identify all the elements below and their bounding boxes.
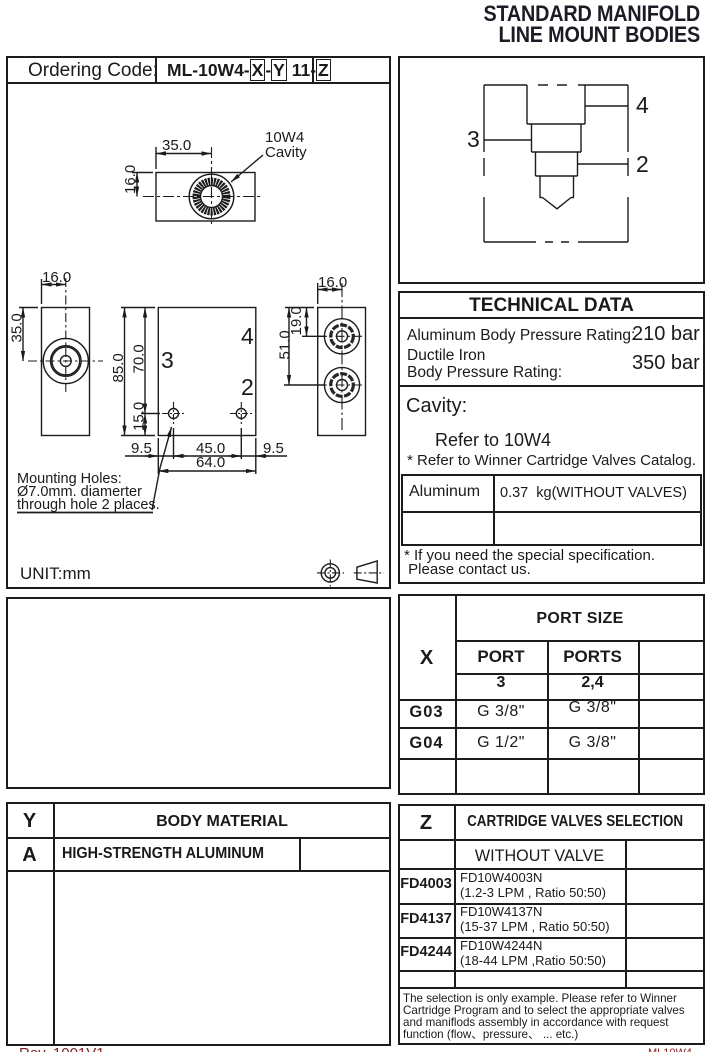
svg-text:35.0: 35.0 (162, 137, 191, 154)
svg-text:45.0: 45.0 (196, 440, 225, 457)
svg-text:3: 3 (161, 347, 174, 373)
svg-text:4: 4 (636, 92, 649, 118)
svg-text:3: 3 (467, 126, 480, 152)
svg-text:16.0: 16.0 (318, 274, 347, 291)
svg-text:9.5: 9.5 (131, 440, 152, 457)
svg-text:64.0: 64.0 (196, 454, 225, 471)
svg-text:85.0: 85.0 (110, 353, 127, 382)
svg-text:15.0: 15.0 (131, 402, 148, 431)
svg-text:35.0: 35.0 (9, 313, 26, 342)
svg-text:Cavity: Cavity (265, 144, 307, 161)
svg-text:through hole 2 places.: through hole 2 places. (17, 497, 160, 513)
svg-text:2: 2 (636, 151, 649, 177)
svg-text:19.0: 19.0 (288, 306, 305, 335)
svg-text:Ø7.0mm. diamerter: Ø7.0mm. diamerter (17, 484, 142, 500)
svg-text:Mounting Holes:: Mounting Holes: (17, 471, 122, 487)
svg-text:16.0: 16.0 (122, 165, 139, 194)
svg-text:70.0: 70.0 (131, 344, 148, 373)
svg-text:4: 4 (241, 323, 254, 349)
svg-text:9.5: 9.5 (263, 440, 284, 457)
svg-text:51.0: 51.0 (277, 330, 294, 359)
svg-text:10W4: 10W4 (265, 129, 304, 146)
svg-text:2: 2 (241, 374, 254, 400)
svg-text:16.0: 16.0 (42, 269, 71, 286)
